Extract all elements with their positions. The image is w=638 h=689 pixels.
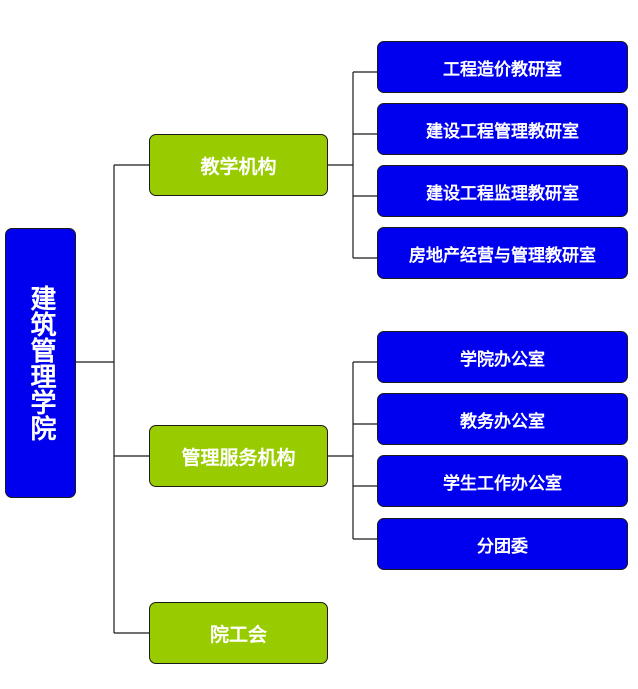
root-label: 建筑管理学院 xyxy=(26,285,56,441)
branch-node-union: 院工会 xyxy=(149,602,328,664)
branch-node-teaching: 教学机构 xyxy=(149,134,328,196)
leaf-node: 工程造价教研室 xyxy=(377,41,628,93)
leaf-label: 建设工程管理教研室 xyxy=(426,121,579,142)
leaf-label: 分团委 xyxy=(477,536,528,557)
root-node: 建筑管理学院 xyxy=(5,228,76,498)
leaf-node: 教务办公室 xyxy=(377,393,628,445)
leaf-label: 建设工程监理教研室 xyxy=(426,183,579,204)
branch-label: 院工会 xyxy=(209,623,267,646)
leaf-node: 房地产经营与管理教研室 xyxy=(377,227,628,279)
leaf-label: 房地产经营与管理教研室 xyxy=(409,245,596,266)
leaf-node: 学院办公室 xyxy=(377,331,628,383)
leaf-node: 学生工作办公室 xyxy=(377,455,628,507)
leaf-label: 学院办公室 xyxy=(460,349,545,370)
leaf-label: 教务办公室 xyxy=(460,411,545,432)
leaf-node: 建设工程管理教研室 xyxy=(377,103,628,155)
leaf-node: 建设工程监理教研室 xyxy=(377,165,628,217)
branch-label: 教学机构 xyxy=(200,155,277,178)
leaf-label: 工程造价教研室 xyxy=(443,59,562,80)
branch-label: 管理服务机构 xyxy=(181,446,296,469)
leaf-node: 分团委 xyxy=(377,518,628,570)
branch-node-admin-services: 管理服务机构 xyxy=(149,425,328,487)
leaf-label: 学生工作办公室 xyxy=(443,473,562,494)
